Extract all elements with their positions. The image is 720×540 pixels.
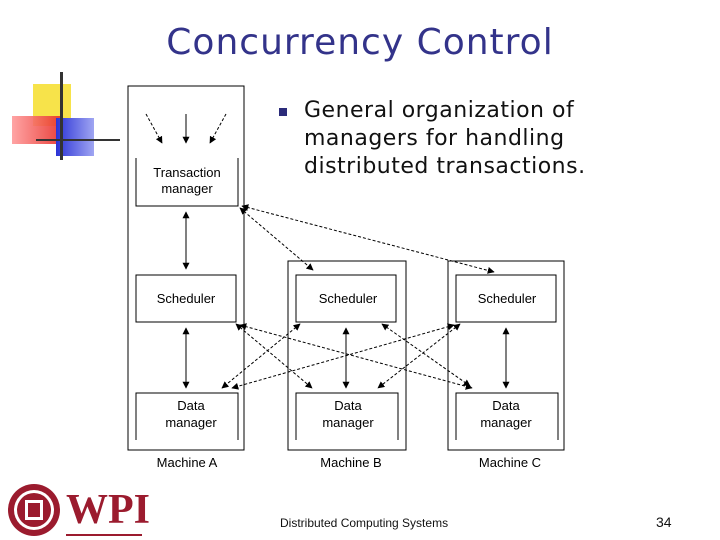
scheduler-c-box (455, 274, 557, 323)
incoming-arrow-1 (145, 113, 163, 144)
wpi-logo: WPI (6, 482, 150, 538)
tm-scheduler-c-arrow (241, 204, 495, 274)
incoming-arrow-3 (209, 113, 227, 144)
sched-a-dm-b-arrow (235, 323, 313, 389)
transaction-manager-box (135, 158, 239, 207)
bullet-square-icon (279, 108, 287, 116)
label-data-manager-b-line2: manager (322, 415, 374, 430)
tm-scheduler-b-arrow (239, 207, 314, 271)
sched-c-dm-b-arrow (377, 323, 461, 389)
decorative-squares (8, 72, 120, 172)
deco-horizontal-line (36, 139, 120, 141)
label-scheduler-b: Scheduler (319, 291, 378, 306)
wpi-logo-text: WPI (66, 487, 150, 533)
sched-b-dm-c-arrow (381, 323, 471, 387)
wpi-logo-underline (66, 534, 142, 536)
sched-c-dm-a-arrow (231, 323, 455, 390)
label-scheduler-a: Scheduler (157, 291, 216, 306)
label-transaction-manager-line1: Transaction (153, 165, 220, 180)
label-data-manager-a-line2: manager (165, 415, 217, 430)
data-manager-a-box (135, 392, 239, 440)
label-scheduler-c: Scheduler (478, 291, 537, 306)
bullet-text: General organization of managers for han… (304, 97, 624, 181)
scheduler-a-box (135, 274, 237, 323)
label-data-manager-a-line1: Data (177, 398, 205, 413)
label-data-manager-c-line1: Data (492, 398, 520, 413)
bullet-line-3: distributed transactions. (304, 154, 586, 179)
label-machine-b: Machine B (320, 455, 381, 470)
data-manager-b-box (295, 392, 399, 440)
slide-title: Concurrency Control (166, 22, 554, 63)
label-data-manager-b-line1: Data (334, 398, 362, 413)
bullet-line-2: managers for handling (304, 126, 565, 151)
label-machine-c: Machine C (479, 455, 541, 470)
bullet-line-1: General organization of (304, 98, 575, 123)
wpi-seal-icon (8, 484, 60, 536)
footer-course-title: Distributed Computing Systems (280, 516, 449, 530)
scheduler-b-box (295, 274, 397, 323)
label-machine-a: Machine A (157, 455, 218, 470)
deco-vertical-line (60, 72, 63, 160)
label-data-manager-c-line2: manager (480, 415, 532, 430)
label-transaction-manager-line2: manager (161, 181, 213, 196)
data-manager-c-box (455, 392, 559, 440)
page-number: 34 (656, 514, 672, 530)
